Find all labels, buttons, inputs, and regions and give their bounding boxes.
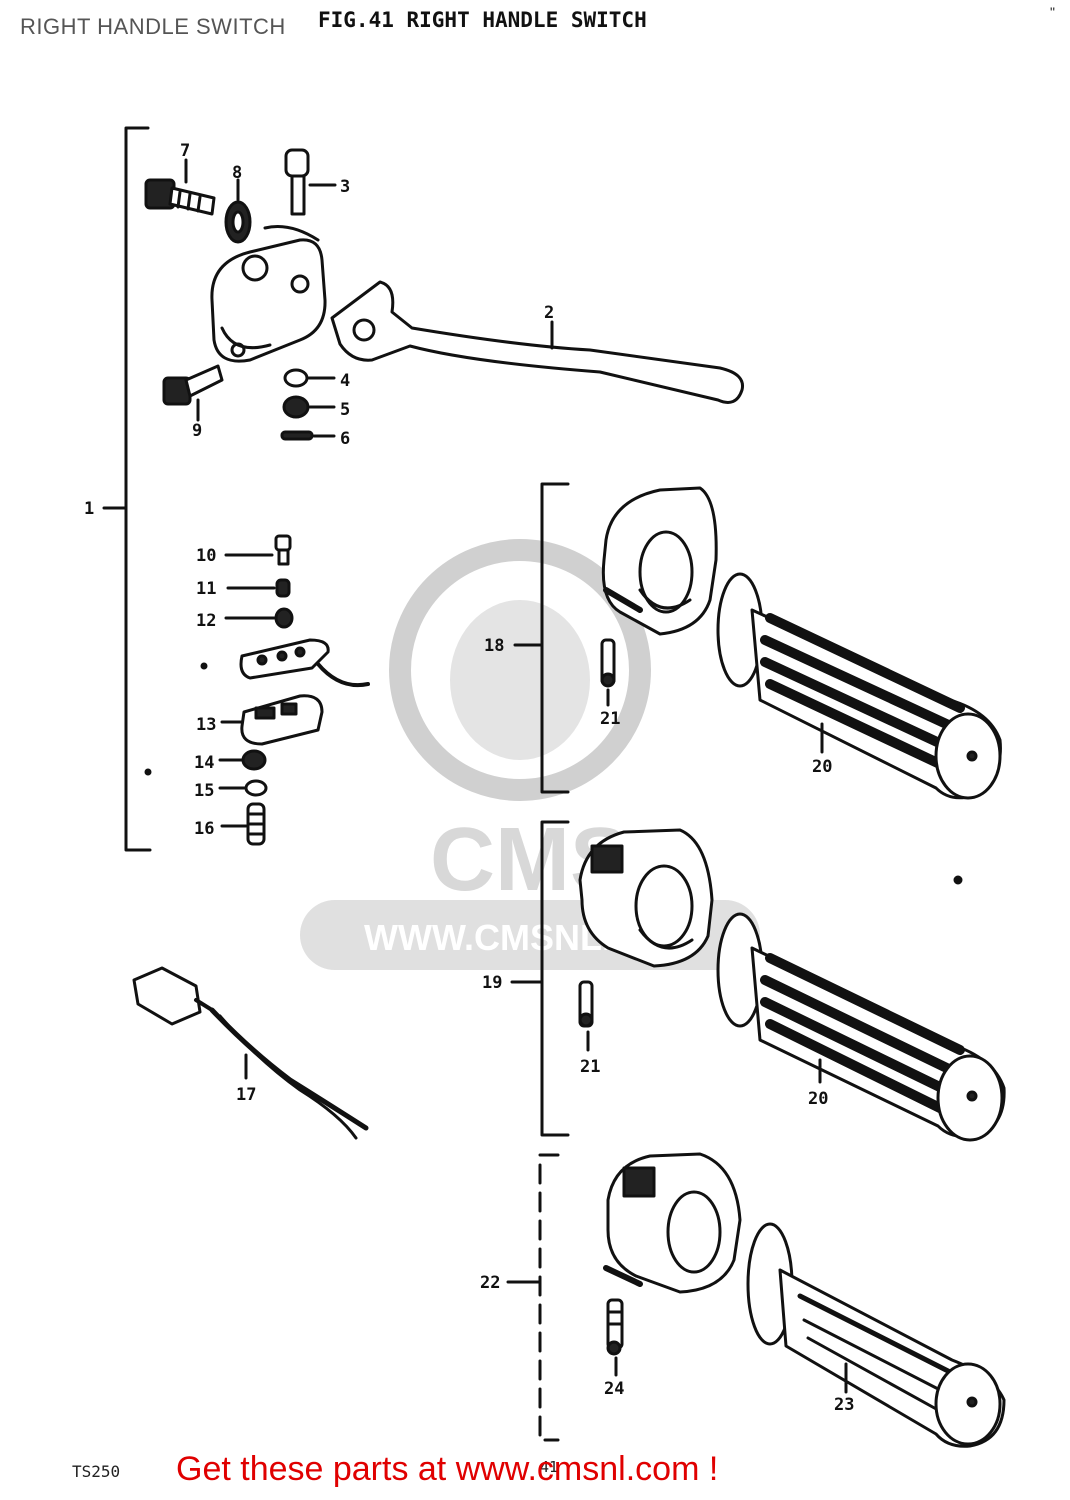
part-7-bolt (144, 178, 216, 216)
part-17-wire-harness (132, 966, 369, 1140)
stray-dot (953, 875, 963, 885)
page-title: RIGHT HANDLE SWITCH (20, 14, 286, 39)
part-11-spring (275, 578, 291, 598)
callout-11: 11 (196, 579, 216, 599)
switch-contact-plate (239, 638, 370, 687)
callout-1: 1 (84, 499, 94, 519)
part-6-pin (280, 430, 314, 441)
part-5-nut (282, 395, 310, 419)
part-2-lever (330, 280, 745, 404)
callout-2: 2 (544, 303, 554, 323)
callout-8: 8 (232, 163, 242, 183)
callout-23: 23 (834, 1395, 854, 1415)
callout-14: 14 (194, 753, 214, 773)
watermark-ring (389, 539, 651, 801)
callout-17: 17 (236, 1085, 256, 1105)
part-18-switch-housing (601, 486, 718, 636)
diagram-code: TS250 (72, 1462, 121, 1481)
stray-dot (144, 768, 152, 776)
part-15-washer (244, 779, 268, 797)
watermark-face (450, 600, 590, 760)
stray-dot (200, 662, 208, 670)
part-4-washer (283, 368, 309, 388)
callout-15: 15 (194, 781, 214, 801)
figure-title: FIG.41 RIGHT HANDLE SWITCH (318, 8, 647, 32)
callout-7: 7 (180, 141, 190, 161)
callout-12: 12 (196, 611, 216, 631)
callout-19: 19 (482, 973, 502, 993)
callout-4: 4 (340, 371, 350, 391)
part-19-switch-housing (578, 828, 714, 968)
callout-3: 3 (340, 177, 350, 197)
bracket-assembly-19 (540, 820, 570, 1137)
callout-9: 9 (192, 421, 202, 441)
part-21-screw-lower (578, 980, 594, 1028)
bracket-assembly-22 (538, 1153, 560, 1442)
callout-24: 24 (604, 1379, 624, 1399)
callout-18: 18 (484, 636, 504, 656)
part-10-screw (274, 534, 292, 566)
part-24-screw (606, 1298, 624, 1356)
callout-5: 5 (340, 400, 350, 420)
part-9-bolt (162, 364, 224, 406)
lever-bracket-housing (210, 225, 327, 363)
parts-link[interactable]: Get these parts at www.cmsnl.com ! (176, 1450, 719, 1488)
part-23-grip (746, 1222, 1006, 1448)
callout-labels: 1 2 3 4 5 6 7 8 9 10 11 12 13 14 15 16 1… (84, 141, 854, 1415)
part-16-screw (246, 802, 266, 846)
callout-21-upper: 21 (600, 709, 620, 729)
part-3-adjuster (284, 148, 310, 216)
callout-13: 13 (196, 715, 216, 735)
part-21-screw (600, 638, 616, 688)
bracket-assembly-1 (124, 126, 152, 852)
callout-20-upper: 20 (812, 757, 832, 777)
part-20-grip-lower (716, 912, 1006, 1142)
part-20-grip-upper (716, 572, 1002, 800)
corner-mark: " (1050, 4, 1055, 20)
part-22-switch-housing (603, 1152, 742, 1294)
part-12-ball (274, 607, 294, 629)
callout-20-lower: 20 (808, 1089, 828, 1109)
part-14-nut (241, 749, 267, 771)
callout-21-lower: 21 (580, 1057, 600, 1077)
bracket-assembly-18 (540, 482, 570, 794)
part-13-switch-base (240, 694, 324, 746)
part-8-washer-hole (231, 210, 245, 234)
callout-6: 6 (340, 429, 350, 449)
callout-16: 16 (194, 819, 214, 839)
callout-22: 22 (480, 1273, 500, 1293)
callout-10: 10 (196, 546, 216, 566)
figure-page-number: 41 (540, 1458, 559, 1476)
